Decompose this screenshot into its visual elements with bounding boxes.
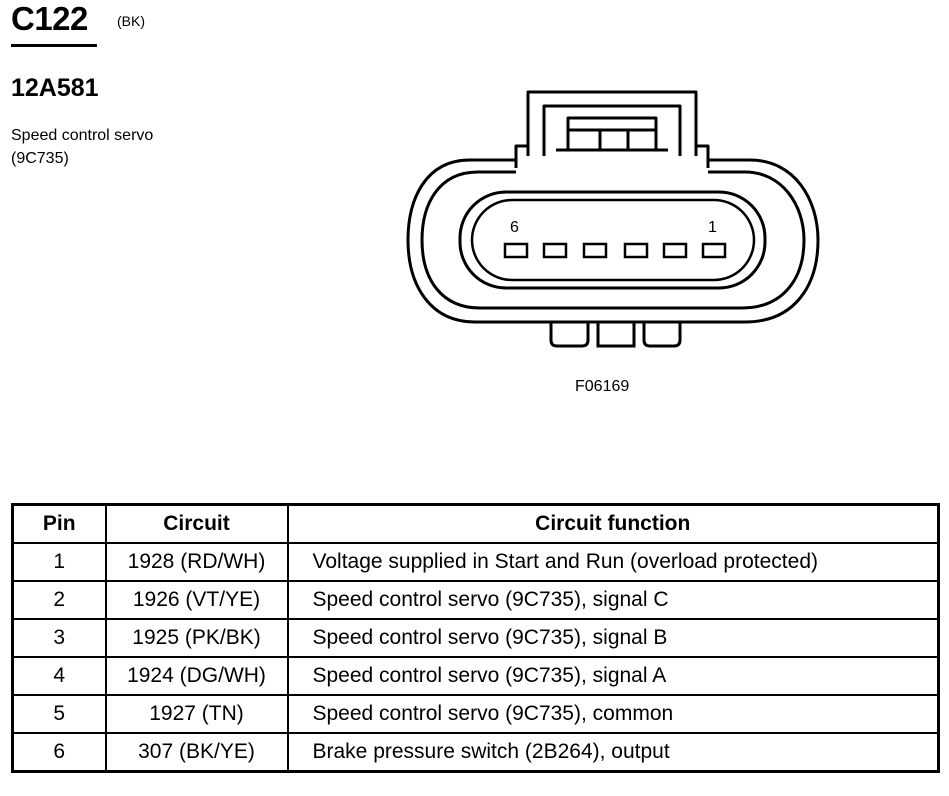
function-cell: Brake pressure switch (2B264), output [286, 732, 940, 773]
connector-id-underline [11, 44, 97, 47]
pin-1-terminal [701, 242, 727, 259]
table-row: 6 307 (BK/YE) Brake pressure switch (2B2… [11, 732, 940, 773]
circuit-cell: 307 (BK/YE) [104, 732, 289, 773]
pin-5-terminal [542, 242, 568, 259]
pin-3-terminal [623, 242, 649, 259]
part-number: 12A581 [11, 74, 99, 102]
circuit-cell: 1925 (PK/BK) [104, 618, 289, 658]
pin-cell: 2 [11, 580, 107, 620]
function-cell: Speed control servo (9C735), signal B [286, 618, 940, 658]
latch-tab [566, 116, 658, 150]
pin-4-terminal [582, 242, 608, 259]
function-cell: Speed control servo (9C735), common [286, 694, 940, 734]
table-row: 2 1926 (VT/YE) Speed control servo (9C73… [11, 580, 940, 620]
header-circuit-function: Circuit function [286, 503, 940, 544]
function-cell: Speed control servo (9C735), signal C [286, 580, 940, 620]
connector-inner-shell [420, 170, 806, 310]
pin-cell: 4 [11, 656, 107, 696]
pin-cell: 1 [11, 542, 107, 582]
connector-face-diagram: 6 1 [406, 90, 820, 348]
function-cell: Speed control servo (9C735), signal A [286, 656, 940, 696]
table-row: 4 1924 (DG/WH) Speed control servo (9C73… [11, 656, 940, 696]
pin-cell: 6 [11, 732, 107, 773]
header-pin: Pin [11, 503, 107, 544]
pin-2-terminal [662, 242, 688, 259]
table-row: 1 1928 (RD/WH) Voltage supplied in Start… [11, 542, 940, 582]
pin-cell: 3 [11, 618, 107, 658]
table-row: 5 1927 (TN) Speed control servo (9C735),… [11, 694, 940, 734]
bottom-rib-1 [549, 322, 590, 348]
header-circuit: Circuit [104, 503, 289, 544]
bottom-rib-2 [596, 322, 636, 348]
right-notch [696, 144, 710, 168]
circuit-cell: 1924 (DG/WH) [104, 656, 289, 696]
pin-table: Pin Circuit Circuit function 1 1928 (RD/… [11, 503, 940, 773]
diagram-label: F06169 [575, 378, 630, 395]
connector-outer-shell [406, 158, 820, 324]
connector-id: C122 [11, 0, 88, 37]
description-line-1: Speed control servo [11, 127, 154, 144]
color-code: (BK) [117, 13, 145, 29]
pin-label-1: 1 [708, 219, 717, 236]
function-cell: Voltage supplied in Start and Run (overl… [286, 542, 940, 582]
description-line-2: (9C735) [11, 150, 69, 167]
pin-cell: 5 [11, 694, 107, 734]
bottom-rib-3 [642, 322, 682, 348]
pin-cavity-inner [470, 198, 756, 282]
pin-cavity-outer [458, 190, 767, 290]
circuit-cell: 1926 (VT/YE) [104, 580, 289, 620]
table-header-row: Pin Circuit Circuit function [11, 503, 940, 544]
circuit-cell: 1928 (RD/WH) [104, 542, 289, 582]
circuit-cell: 1927 (TN) [104, 694, 289, 734]
pin-label-6: 6 [510, 219, 519, 236]
table-row: 3 1925 (PK/BK) Speed control servo (9C73… [11, 618, 940, 658]
pin-6-terminal [503, 242, 529, 259]
latch-inner [542, 104, 682, 156]
latch-housing [526, 90, 698, 156]
left-notch [514, 144, 528, 168]
